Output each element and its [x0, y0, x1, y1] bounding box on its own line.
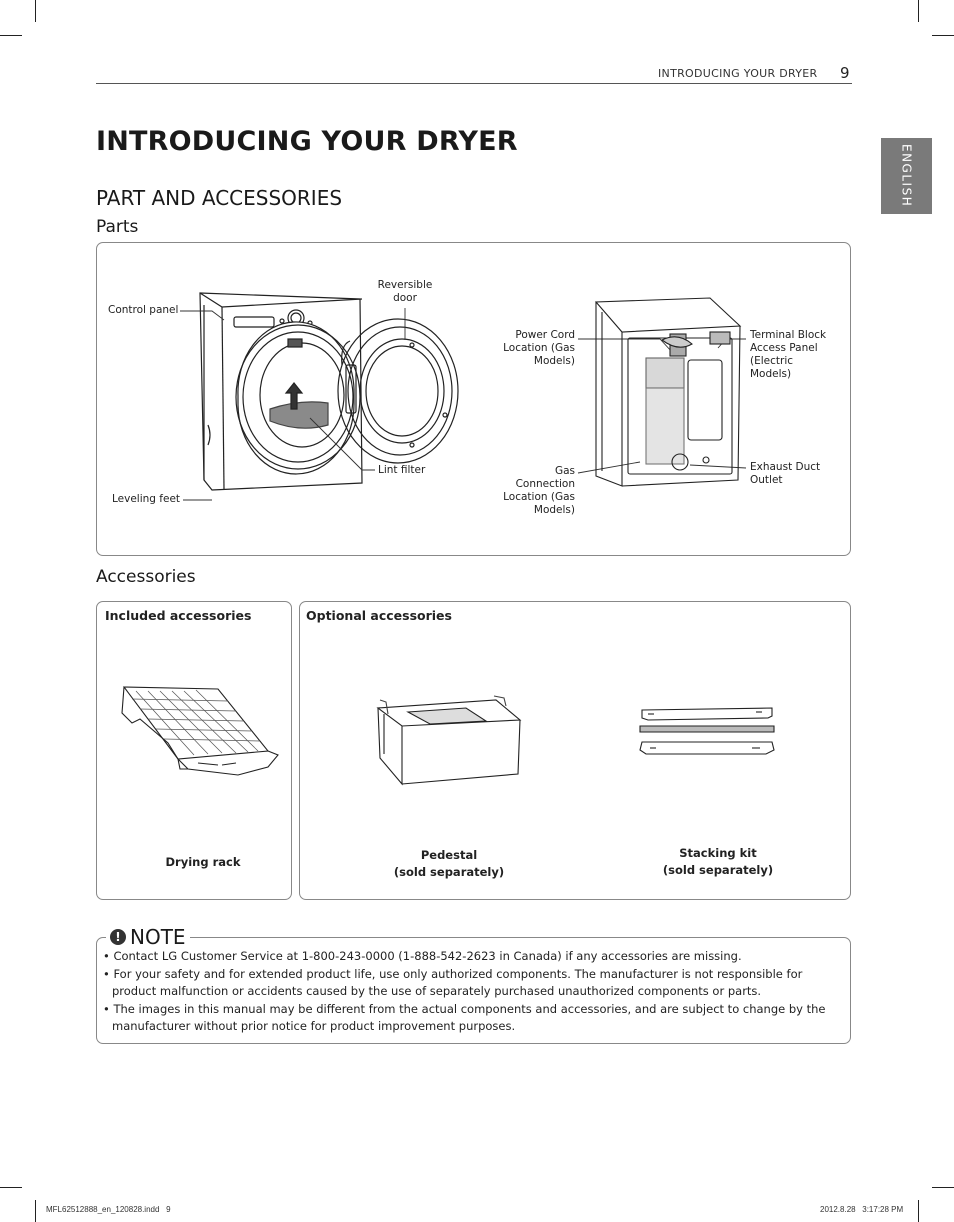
- included-accessories-title: Included accessories: [105, 608, 252, 623]
- crop-mark: [918, 0, 919, 22]
- note-item: For your safety and for extended product…: [103, 966, 847, 1001]
- note-item: The images in this manual may be differe…: [103, 1001, 847, 1036]
- crop-mark: [0, 1187, 22, 1188]
- crop-mark: [35, 1200, 36, 1222]
- footer-timestamp: 2012.8.28 3:17:28 PM: [820, 1205, 904, 1214]
- parts-leader-lines: [180, 308, 747, 501]
- included-accessories-panel: [96, 601, 292, 900]
- label-leveling-feet: Leveling feet: [112, 493, 181, 505]
- section-title: PART AND ACCESSORIES: [96, 186, 343, 210]
- note-panel: [96, 937, 851, 1044]
- stacking-kit-illustration: [639, 707, 775, 755]
- crop-mark: [932, 35, 954, 36]
- crop-mark: [35, 0, 36, 22]
- accessories-title: Accessories: [96, 567, 196, 587]
- parts-panel: [96, 242, 851, 556]
- exclamation-icon: !: [110, 929, 126, 945]
- crop-mark: [0, 35, 22, 36]
- footer-file-info: MFL62512888_en_120828.indd 9: [46, 1205, 171, 1214]
- label-terminal-block: Terminal Block Access Panel (Electric Mo…: [750, 329, 827, 380]
- page-number: 9: [840, 64, 850, 82]
- note-item: Contact LG Customer Service at 1-800-243…: [103, 948, 847, 966]
- label-lint-filter: Lint filter: [378, 464, 426, 476]
- label-gas-connection: Gas Connection Location (Gas Models): [503, 465, 575, 516]
- page-title: INTRODUCING YOUR DRYER: [96, 126, 518, 157]
- stacking-kit-name: Stacking kit: [679, 846, 757, 860]
- optional-accessories-panel: [299, 601, 851, 900]
- drying-rack-illustration: [121, 686, 279, 776]
- crop-mark: [932, 1187, 954, 1188]
- pedestal-note: (sold separately): [393, 865, 505, 879]
- pedestal-caption: Pedestal (sold separately): [376, 847, 522, 881]
- label-power-cord: Power Cord Location (Gas Models): [503, 329, 575, 367]
- running-header: INTRODUCING YOUR DRYER: [658, 67, 818, 80]
- language-tab[interactable]: ENGLISH: [881, 138, 932, 214]
- drying-rack-caption: Drying rack: [165, 855, 241, 869]
- pedestal-illustration: [376, 695, 522, 786]
- dryer-rear-illustration: [594, 297, 742, 487]
- header-rule: [96, 83, 852, 84]
- crop-mark: [918, 1200, 919, 1222]
- label-control-panel: Control panel: [108, 304, 179, 316]
- note-title: NOTE: [130, 925, 186, 949]
- stacking-kit-note: (sold separately): [662, 863, 774, 877]
- label-exhaust-duct: Exhaust Duct Outlet: [750, 461, 821, 486]
- label-reversible-door: Reversible door: [377, 279, 433, 304]
- dryer-front-illustration: [199, 292, 459, 491]
- pedestal-name: Pedestal: [420, 848, 478, 862]
- optional-accessories-title: Optional accessories: [306, 608, 452, 623]
- parts-title: Parts: [96, 217, 139, 237]
- stacking-kit-caption: Stacking kit (sold separately): [643, 845, 793, 879]
- note-list: Contact LG Customer Service at 1-800-243…: [103, 948, 847, 1036]
- note-header: ! NOTE: [106, 925, 190, 949]
